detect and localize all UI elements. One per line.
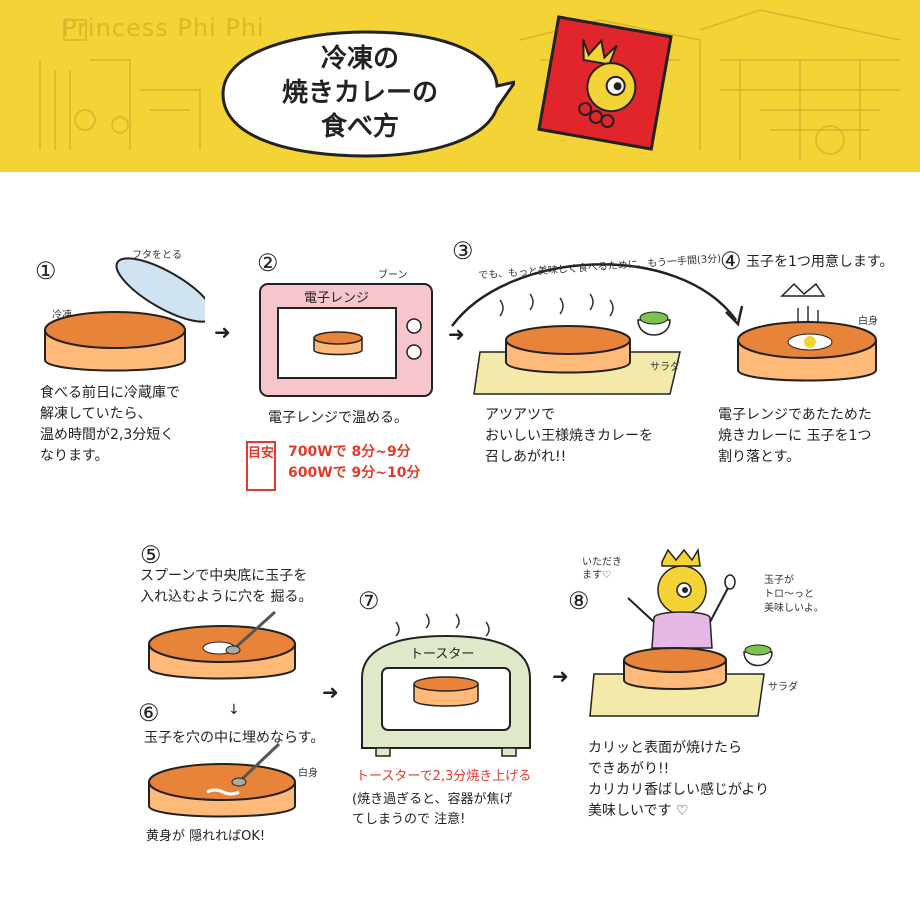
step4-egg-drop bbox=[737, 282, 877, 382]
step8-comment-label: 玉子がトロ〜っと美味しいよ。 bbox=[764, 575, 824, 614]
arrow-1-to-2: ➜ bbox=[214, 320, 231, 344]
step4-text: 電子レンジであたためた焼きカレーに 玉子を1つ割り落とす。 bbox=[718, 407, 872, 465]
step1-number: ① bbox=[35, 257, 57, 285]
step7-note: (焼き過ぎると、容器が焦げてしまうので 注意! bbox=[352, 792, 513, 827]
step1-text: 食べる前日に冷蔵庫で解凍していたら、 温め時間が2,3分短くなります。 bbox=[40, 385, 180, 464]
extra-step-arc-arrow bbox=[450, 263, 744, 327]
page-title: 冷凍の 焼きカレーの 食べ方 bbox=[281, 44, 438, 142]
step8-number: ⑧ bbox=[568, 587, 590, 615]
arrow-6-to-7: ➜ bbox=[322, 680, 339, 704]
step4-egg-white-label: 白身 bbox=[858, 316, 878, 327]
header-banner: Princess Phi Phi 冷凍の 焼きカレーの 食べ方 bbox=[0, 0, 920, 172]
step3-number: ③ bbox=[452, 237, 474, 265]
step3-text: アツアツでおいしい王様焼きカレーを召しあがれ!! bbox=[485, 407, 653, 465]
step8-itadakimasu-label: いただきます♡ bbox=[582, 557, 622, 581]
step6-number: ⑥ bbox=[138, 699, 160, 727]
step4-number: ④ bbox=[720, 247, 742, 275]
step6-note: 黄身が 隠れればOK! bbox=[146, 829, 266, 844]
microwave-illustration bbox=[259, 283, 433, 397]
step3-served-curry bbox=[473, 293, 681, 395]
step8-princess-eating bbox=[589, 548, 773, 717]
step2-device-label: 電子レンジ bbox=[304, 291, 370, 306]
step1-lid-label: フタをとる bbox=[132, 250, 182, 261]
step7-number: ⑦ bbox=[358, 587, 380, 615]
guide-badge: 目安 bbox=[246, 441, 276, 491]
step1-frozen-label: 冷凍 bbox=[52, 310, 72, 321]
step5-down-arrow: ↓ bbox=[228, 702, 240, 718]
step7-device-label: トースター bbox=[410, 647, 475, 662]
arrow-7-to-8: ➜ bbox=[552, 664, 569, 688]
arrow-2-to-3: ➜ bbox=[448, 322, 465, 346]
step5-text: スプーンで中央底に玉子を入れ込むように穴を 掘る。 bbox=[140, 568, 313, 605]
step2-sound-label: ブーン bbox=[378, 270, 408, 281]
step6-burying-egg bbox=[148, 742, 296, 818]
step5-number: ⑤ bbox=[140, 541, 162, 569]
step2-text: 電子レンジで温める。 bbox=[268, 410, 408, 426]
toaster-oven-illustration bbox=[361, 613, 531, 757]
step3-salad-label: サラダ bbox=[650, 362, 680, 373]
step4-heading: 玉子を1つ用意します。 bbox=[746, 254, 894, 270]
step2-number: ② bbox=[257, 249, 279, 277]
step5-digging-spoon bbox=[148, 610, 296, 680]
step8-salad-label: サラダ bbox=[768, 682, 798, 693]
brand-text: Princess Phi Phi bbox=[62, 14, 265, 42]
speech-bubble bbox=[221, 30, 515, 158]
princess-logo-icon bbox=[537, 15, 673, 151]
step7-heading: トースターで2,3分焼き上げる bbox=[356, 769, 532, 784]
step8-text: カリッと表面が焼けたらできあがり!! カリカリ香ばしい感じがより美味しいです ♡ bbox=[588, 740, 770, 819]
step1-dish-with-lid bbox=[44, 257, 205, 372]
step6-egg-white-label: 白身 bbox=[298, 768, 318, 779]
step6-text: 玉子を穴の中に埋めならす。 bbox=[144, 730, 325, 746]
